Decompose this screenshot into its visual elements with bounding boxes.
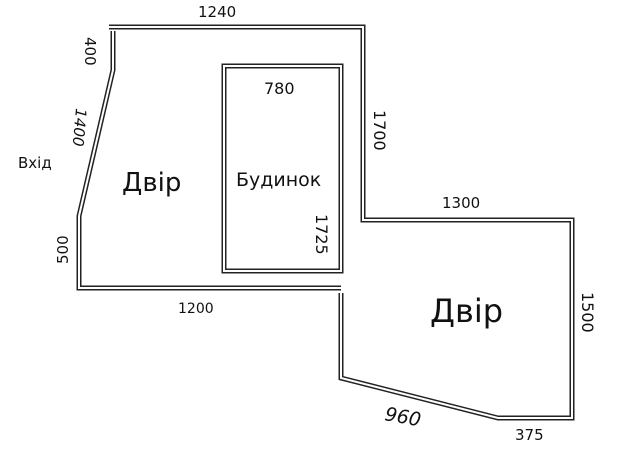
dim-top: 1240 [198,3,236,21]
dim-middle-vertical: 1700 [370,110,389,151]
house-label: Будинок [236,169,321,191]
dim-right-vertical: 1500 [578,292,597,333]
plot-walls [76,24,575,421]
dim-left-diag: 1400 [69,108,90,148]
yard-right-label: Двір [430,292,503,330]
dim-right-top: 1300 [442,194,480,212]
yard-left-label: Двір [122,168,181,198]
dim-left-top: 400 [81,37,99,66]
house-outline [221,63,344,274]
entrance-label: Вхід [18,154,52,172]
dim-house-width: 780 [264,79,295,98]
dim-left-bottom: 500 [54,235,72,264]
dim-bottom-left: 1200 [178,301,214,317]
dim-bottom-diag: 960 [383,403,423,431]
dim-house-height: 1725 [312,214,331,255]
dim-bottom-right: 375 [515,426,544,444]
wall-left [76,31,341,291]
